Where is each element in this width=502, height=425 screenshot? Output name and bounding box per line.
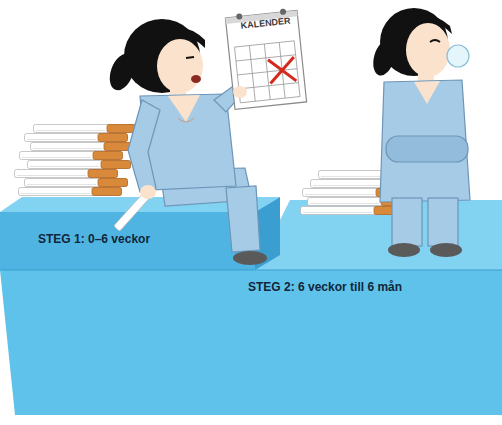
calendar	[249, 46, 255, 102]
standing-woman	[370, 8, 470, 257]
sitting-woman	[233, 251, 267, 265]
standing-woman	[430, 40, 440, 42]
standing-woman	[392, 198, 422, 246]
standing-woman	[406, 15, 452, 34]
standing-woman	[388, 243, 420, 257]
sitting-woman	[168, 95, 200, 122]
cigarette-pile	[25, 134, 128, 142]
cigarette-pile	[19, 188, 122, 196]
sitting-woman	[226, 186, 260, 252]
calendar	[264, 44, 270, 100]
step-top-face	[255, 200, 502, 270]
calendar	[294, 41, 300, 97]
calendar	[280, 9, 287, 16]
sitting-woman	[157, 39, 203, 93]
calendar	[268, 57, 296, 84]
sitting-woman	[128, 100, 160, 192]
calendar	[225, 7, 307, 109]
cigarette-pile	[25, 179, 128, 187]
standing-woman	[386, 136, 468, 162]
step-label: STEG 2: 6 veckor till 6 mån	[248, 281, 403, 295]
step-label: STEG 1: 0–6 veckor	[38, 233, 151, 247]
calendar	[236, 13, 243, 20]
sitting-woman	[158, 28, 205, 49]
calendar	[225, 10, 306, 109]
standing-woman	[414, 81, 440, 104]
cigarette-pile	[15, 170, 118, 178]
standing-woman	[447, 45, 469, 67]
cigarette-pile	[15, 125, 137, 196]
standing-woman	[380, 80, 470, 202]
step-edge	[0, 270, 502, 271]
calendar-label: KALENDER	[238, 13, 294, 34]
sitting-woman	[178, 118, 194, 122]
calendar-label: KALENDER	[240, 15, 292, 31]
standing-woman	[406, 23, 450, 77]
cigarette-pile	[301, 207, 404, 215]
base-front-face	[0, 270, 502, 415]
standing-woman	[430, 243, 462, 257]
cigarette-pile	[20, 152, 123, 160]
sitting-woman	[191, 75, 201, 83]
sitting-woman	[140, 185, 156, 199]
cigarette-pile	[34, 125, 137, 133]
cigarette-pile	[28, 161, 131, 169]
hand	[233, 86, 247, 98]
sitting-woman	[186, 57, 194, 58]
cigarette-pile	[31, 143, 134, 151]
step-label: STEG 2: 6 veckor till 6 mån	[246, 279, 405, 297]
step-label: STEG 1: 0–6 veckor	[36, 231, 153, 249]
standing-woman	[428, 198, 458, 246]
